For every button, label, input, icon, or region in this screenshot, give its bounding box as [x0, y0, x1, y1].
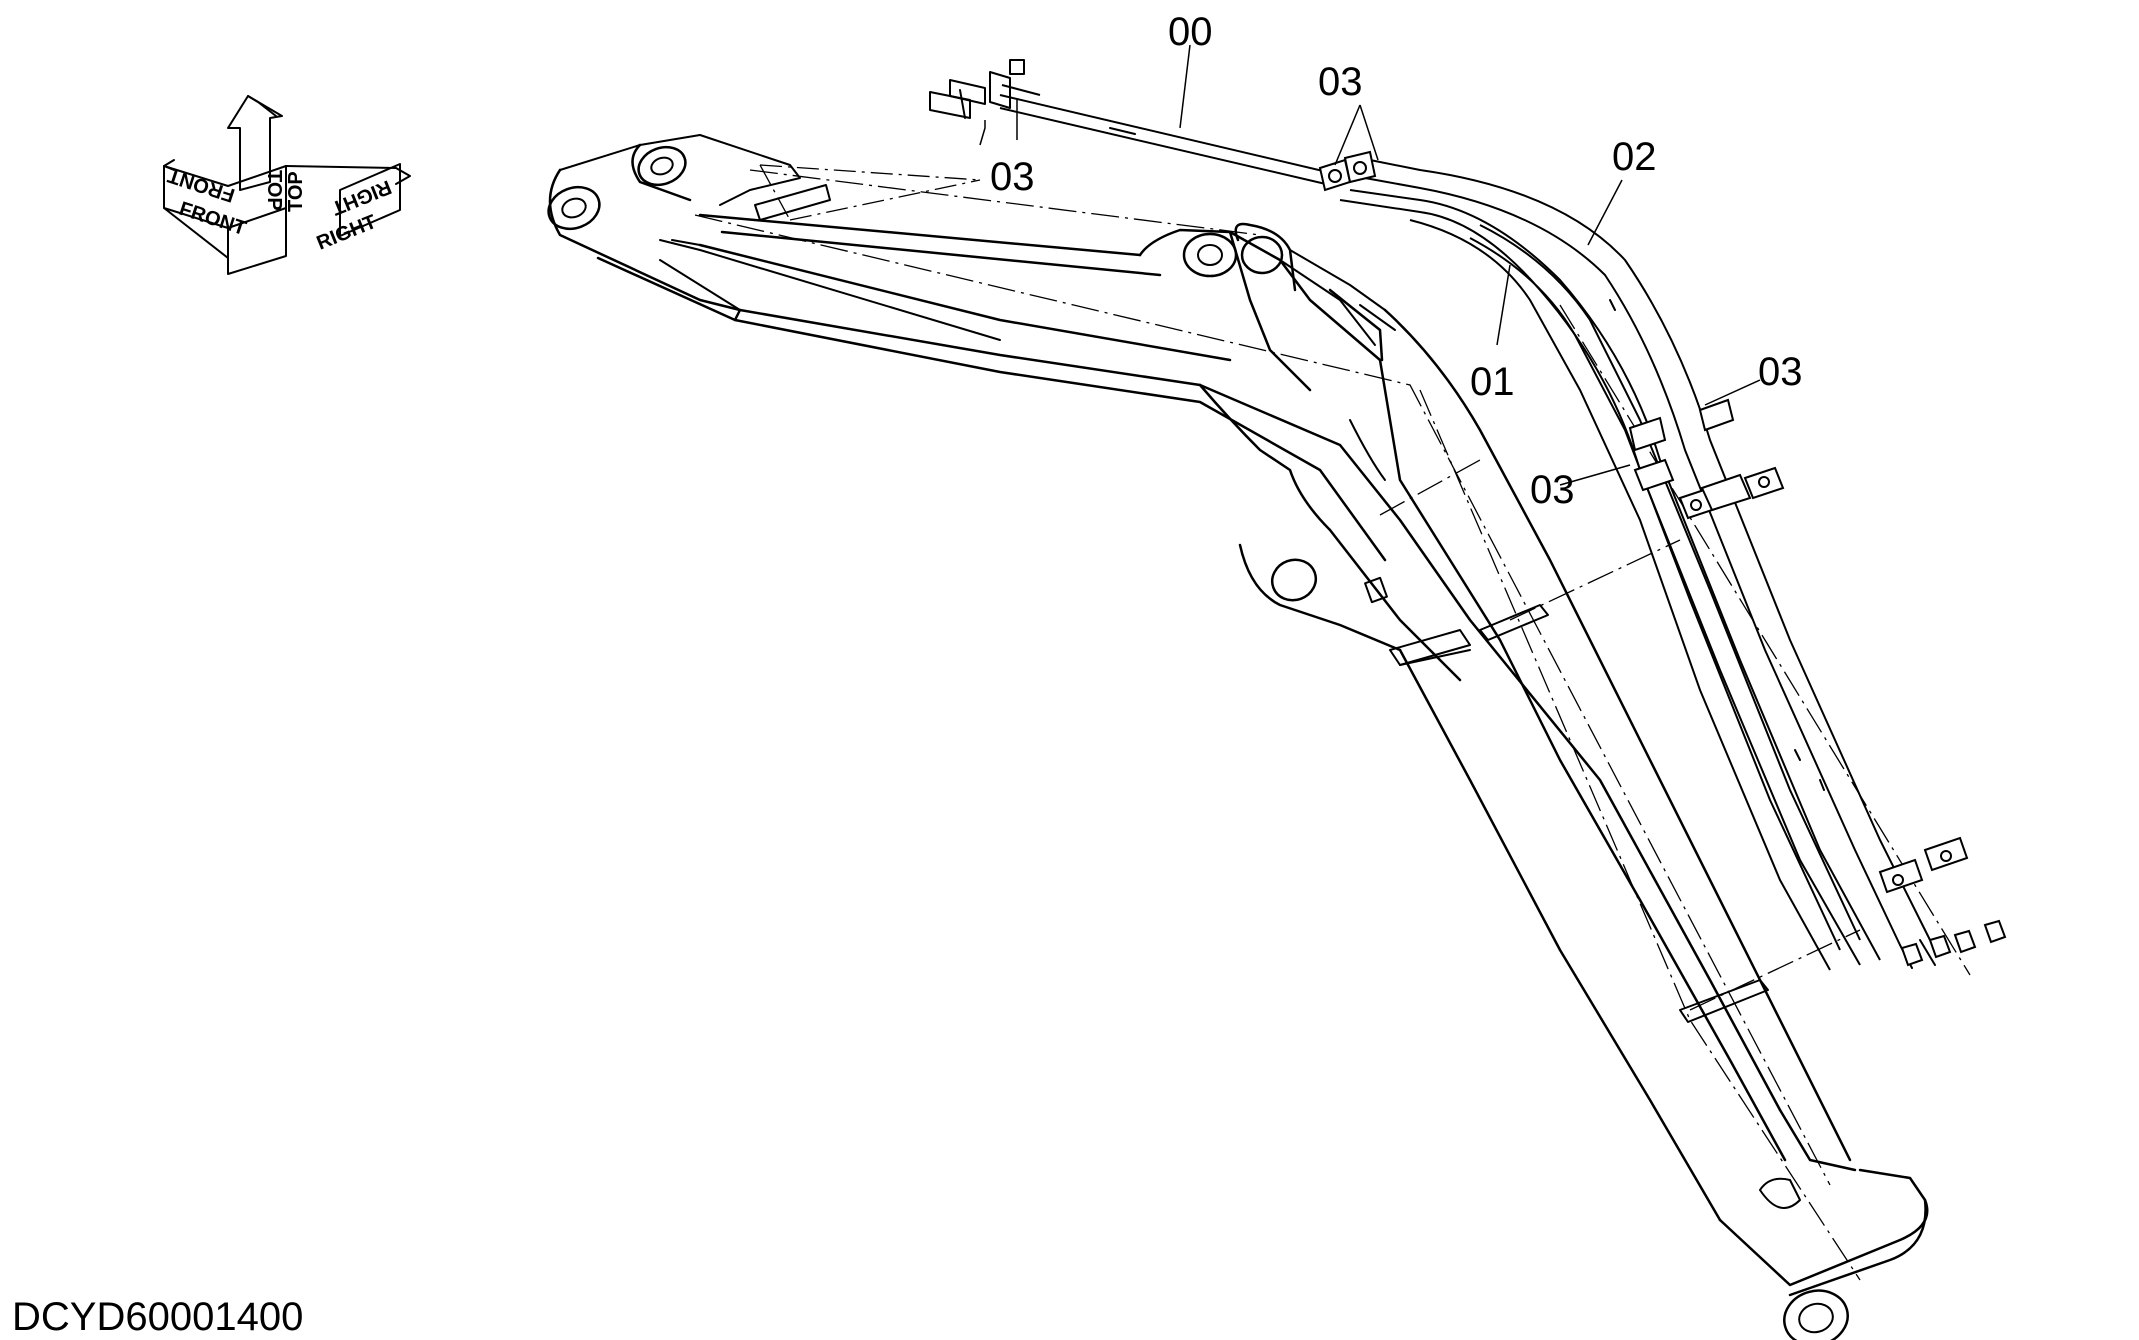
boom-structure	[547, 134, 1971, 1340]
indicator-right-label-mirrored: RIGHT	[328, 175, 394, 219]
indicator-right-label: RIGHT	[314, 211, 380, 255]
callout-01: 01	[1470, 360, 1515, 404]
hose-assembly	[929, 59, 2007, 971]
indicator-top-label-mirrored: TOP	[285, 171, 307, 212]
callout-03-middle: 03	[1530, 468, 1575, 512]
indicator-top-label: TOP	[263, 170, 285, 211]
callout-03-top-center: 03	[1318, 60, 1363, 104]
indicator-front-label-mirrored: FRONT	[165, 164, 237, 206]
leader-lines	[759, 44, 1761, 486]
callout-labels: 00 03 03 02 01 03 03	[990, 10, 1803, 512]
indicator-front-label: FRONT	[176, 198, 248, 240]
callout-02: 02	[1612, 135, 1657, 179]
drawing-code: DCYD60001400	[12, 1295, 303, 1339]
callout-00: 00	[1168, 10, 1213, 54]
orientation-indicator: FRONT FRONT TOP TOP RIGHT RIGHT	[163, 95, 411, 275]
callout-03-top-left: 03	[990, 155, 1035, 199]
callout-03-right: 03	[1758, 350, 1803, 394]
